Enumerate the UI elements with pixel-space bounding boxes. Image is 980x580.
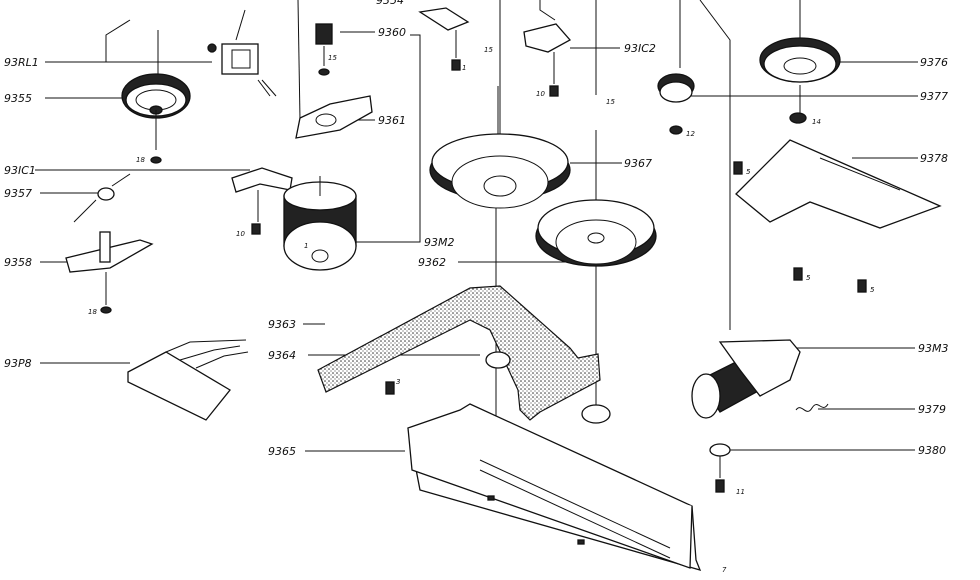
callout-9355: 9355 (4, 92, 32, 105)
bracket-93IC2 (523, 23, 572, 97)
callout-9362: 9362 (418, 256, 446, 269)
relay-93RL1 (207, 43, 277, 97)
callout-93M3: 93M3 (918, 342, 949, 355)
callout-9364: 9364 (268, 349, 296, 362)
motor-93M3 (691, 339, 801, 419)
bushing-9357 (73, 173, 131, 223)
screw-num-10b: 10 (536, 90, 545, 98)
callout-9376: 9376 (920, 56, 948, 69)
bushing-9364 (485, 351, 611, 424)
callout-9377: 9377 (920, 90, 948, 103)
screw-num-7: 7 (722, 566, 727, 574)
callout-9357: 9357 (4, 187, 32, 200)
callout-9354: 9354 (376, 0, 404, 7)
gear-9355 (121, 73, 191, 164)
gear-9377 (657, 73, 695, 135)
screws-5 (733, 161, 867, 293)
callout-9360: 9360 (378, 26, 406, 39)
screw-num-3: 3 (396, 378, 400, 386)
chassis-9365 (407, 403, 702, 571)
callout-93IC1: 93IC1 (4, 164, 36, 177)
connector-93P8 (127, 339, 249, 421)
callout-9358: 9358 (4, 256, 32, 269)
washer-9380 (709, 443, 731, 493)
screw-numbers: 1 15 15 18 10 18 1 10 15 12 14 5 5 5 3 1… (88, 46, 875, 574)
screw-num-11: 11 (736, 488, 745, 496)
screw-num-5c: 5 (870, 286, 875, 294)
belt-9363 (317, 285, 601, 421)
screw-num-12: 12 (686, 130, 695, 138)
callout-93IC2: 93IC2 (624, 42, 656, 55)
callout-93M2: 93M2 (424, 236, 455, 249)
callout-9367: 9367 (624, 157, 652, 170)
screw-num-5b: 5 (806, 274, 811, 282)
screw-num-1a: 1 (462, 64, 466, 72)
callout-9379: 9379 (918, 403, 946, 416)
screw-num-18b: 18 (88, 308, 97, 316)
motor-93M2 (283, 176, 357, 271)
callout-labels: 93RL1 9355 93IC1 9357 9358 93P8 9354 936… (4, 0, 949, 458)
screw-num-10a: 10 (236, 230, 245, 238)
screw-num-1b: 1 (304, 242, 308, 250)
screw-num-14: 14 (812, 118, 821, 126)
callout-9365: 9365 (268, 445, 296, 458)
callout-9378: 9378 (920, 152, 948, 165)
bracket-93IC1 (231, 167, 293, 235)
screw-num-5a: 5 (746, 168, 751, 176)
pulley-9360 (315, 23, 333, 76)
callout-9380: 9380 (918, 444, 946, 457)
screw-num-15a: 15 (484, 46, 493, 54)
screw-3 (385, 381, 395, 395)
callout-9363: 9363 (268, 318, 296, 331)
lever-9358 (65, 231, 154, 314)
spring-9379 (795, 403, 829, 412)
screw-num-15b: 15 (328, 54, 337, 62)
screw-num-18a: 18 (136, 156, 145, 164)
plate-9361 (295, 95, 373, 139)
plate-9378 (735, 112, 942, 229)
callout-93P8: 93P8 (4, 357, 32, 370)
screw-num-15c: 15 (606, 98, 615, 106)
gear-9376 (759, 37, 841, 83)
reel-9362 (535, 130, 657, 267)
callout-93RL1: 93RL1 (4, 56, 39, 69)
callout-9361: 9361 (378, 114, 406, 127)
lever-9354 (418, 7, 470, 71)
reel-9367 (429, 86, 571, 209)
